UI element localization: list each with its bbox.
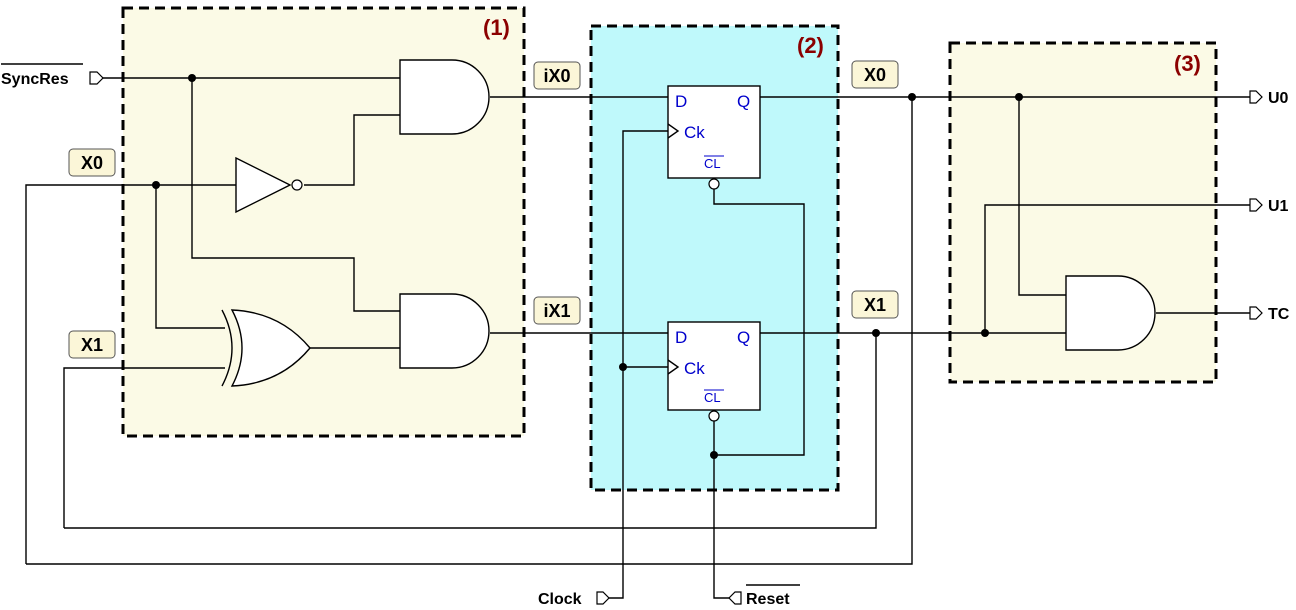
ff0-cl-pin: CL (704, 156, 721, 171)
ff1-ck-pin: Ck (684, 359, 705, 378)
and-gate-1 (399, 59, 490, 135)
junction-dot (619, 363, 627, 371)
junction-dot (188, 74, 196, 82)
block-2-label: (2) (797, 33, 824, 58)
junction-dot (710, 451, 718, 459)
xor-gate (221, 309, 311, 387)
ff0-ck-pin: Ck (684, 123, 705, 142)
junction-dot (908, 93, 916, 101)
syncres-port (89, 71, 104, 85)
net-tag-x0-left: X0 (68, 148, 116, 177)
u1-port (1249, 198, 1263, 212)
block-3-label: (3) (1174, 51, 1201, 76)
junction-dot (872, 329, 880, 337)
ff1-q-pin: Q (737, 328, 750, 347)
clock-label: Clock (538, 591, 582, 608)
ff1-cl-pin: CL (704, 390, 721, 405)
u0-label: U0 (1268, 90, 1289, 107)
junction-dot (152, 181, 160, 189)
u1-label: U1 (1268, 198, 1289, 215)
u0-port (1249, 90, 1263, 104)
reset-label: Reset (746, 591, 790, 608)
junction-dot (1015, 93, 1023, 101)
inverter-gate (235, 156, 303, 214)
and-gate-2 (399, 293, 490, 369)
svg-text:iX1: iX1 (543, 301, 570, 321)
block-1-label: (1) (483, 15, 510, 40)
clock-port (596, 591, 610, 605)
net-tag-ix1: iX1 (533, 296, 581, 325)
svg-text:X1: X1 (81, 335, 103, 355)
ff0-q-pin: Q (737, 92, 750, 111)
junction-dot (981, 329, 989, 337)
net-tag-x0-right: X0 (851, 60, 899, 89)
ff1-d-pin: D (675, 328, 687, 347)
wires (25, 77, 1250, 599)
svg-text:X1: X1 (864, 295, 886, 315)
and-gate-3 (1065, 275, 1156, 351)
reset-port (728, 591, 742, 605)
tc-port (1249, 306, 1263, 320)
ff0-clear-bubble (708, 178, 720, 190)
ff0-d-pin: D (675, 92, 687, 111)
net-tag-x1-right: X1 (851, 290, 899, 319)
d-flipflop-0: D Q Ck CL (667, 85, 761, 190)
svg-text:X0: X0 (864, 65, 886, 85)
net-tag-ix0: iX0 (533, 61, 581, 90)
tc-label: TC (1268, 306, 1290, 323)
svg-text:iX0: iX0 (543, 66, 570, 86)
ff1-clear-bubble (708, 410, 720, 422)
syncres-label: SyncRes (1, 71, 69, 88)
junctions (152, 74, 1023, 459)
svg-text:X0: X0 (81, 153, 103, 173)
net-tag-x1-left: X1 (68, 330, 116, 359)
d-flipflop-1: D Q Ck CL (667, 321, 761, 422)
